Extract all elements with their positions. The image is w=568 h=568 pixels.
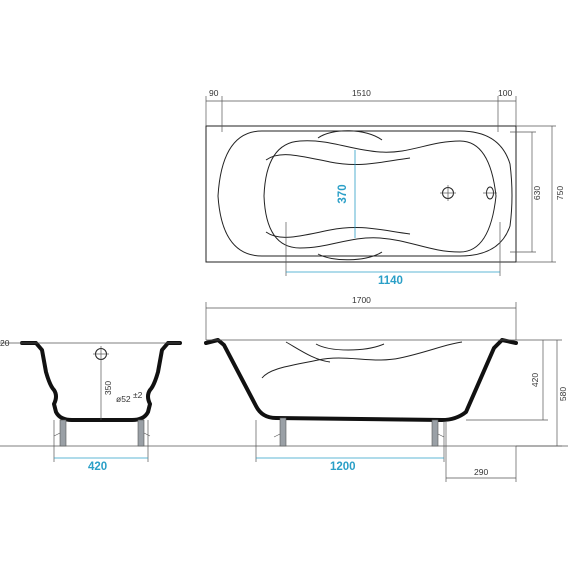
top-view-headrest — [265, 154, 411, 238]
dim-front-bottom-width: 420 — [88, 461, 107, 473]
side-view: 1700 420 580 290 1200 — [204, 295, 568, 482]
dim-side-bottom-length: 1200 — [330, 461, 356, 473]
dim-side-height-total: 580 — [558, 387, 568, 401]
drain-icon — [93, 346, 109, 362]
side-view-curve — [285, 341, 331, 363]
dim-top-right-margin: 100 — [498, 88, 512, 98]
top-view: 90 1510 100 630 750 370 1140 — [205, 88, 565, 287]
dim-top-length-inner: 1510 — [352, 88, 371, 98]
side-legs — [273, 417, 445, 447]
dim-front-depth: 350 — [103, 381, 113, 395]
dim-top-inner-width: 370 — [337, 184, 349, 203]
front-view-profile — [20, 341, 182, 422]
dim-side-leg-offset: 290 — [474, 467, 488, 477]
side-view-profile — [204, 338, 518, 422]
dim-top-width-outer: 750 — [555, 186, 565, 200]
top-view-armrest-bottom — [317, 251, 383, 261]
top-view-basin — [217, 130, 513, 257]
side-view-inner-contour — [261, 341, 463, 379]
top-view-inner-contour — [263, 140, 497, 253]
dim-top-width-inner: 630 — [532, 186, 542, 200]
top-view-armrest-top — [317, 130, 383, 141]
dim-top-inner-length: 1140 — [378, 275, 403, 287]
front-view: 20 350 ø52 ±2 420 — [0, 338, 182, 473]
dim-drain-tolerance: ±2 — [133, 390, 143, 400]
drain-icon — [440, 185, 456, 201]
overflow-icon — [483, 186, 497, 200]
side-view-armrest — [315, 343, 385, 351]
dim-top-left-margin: 90 — [209, 88, 219, 98]
dim-side-total-length: 1700 — [352, 295, 371, 305]
dim-front-rim: 20 — [0, 338, 10, 348]
dim-drain-diameter: ø52 — [116, 394, 131, 404]
top-view-outer-rim — [205, 125, 517, 263]
dim-side-depth-inner: 420 — [530, 373, 540, 387]
front-legs — [53, 419, 151, 447]
